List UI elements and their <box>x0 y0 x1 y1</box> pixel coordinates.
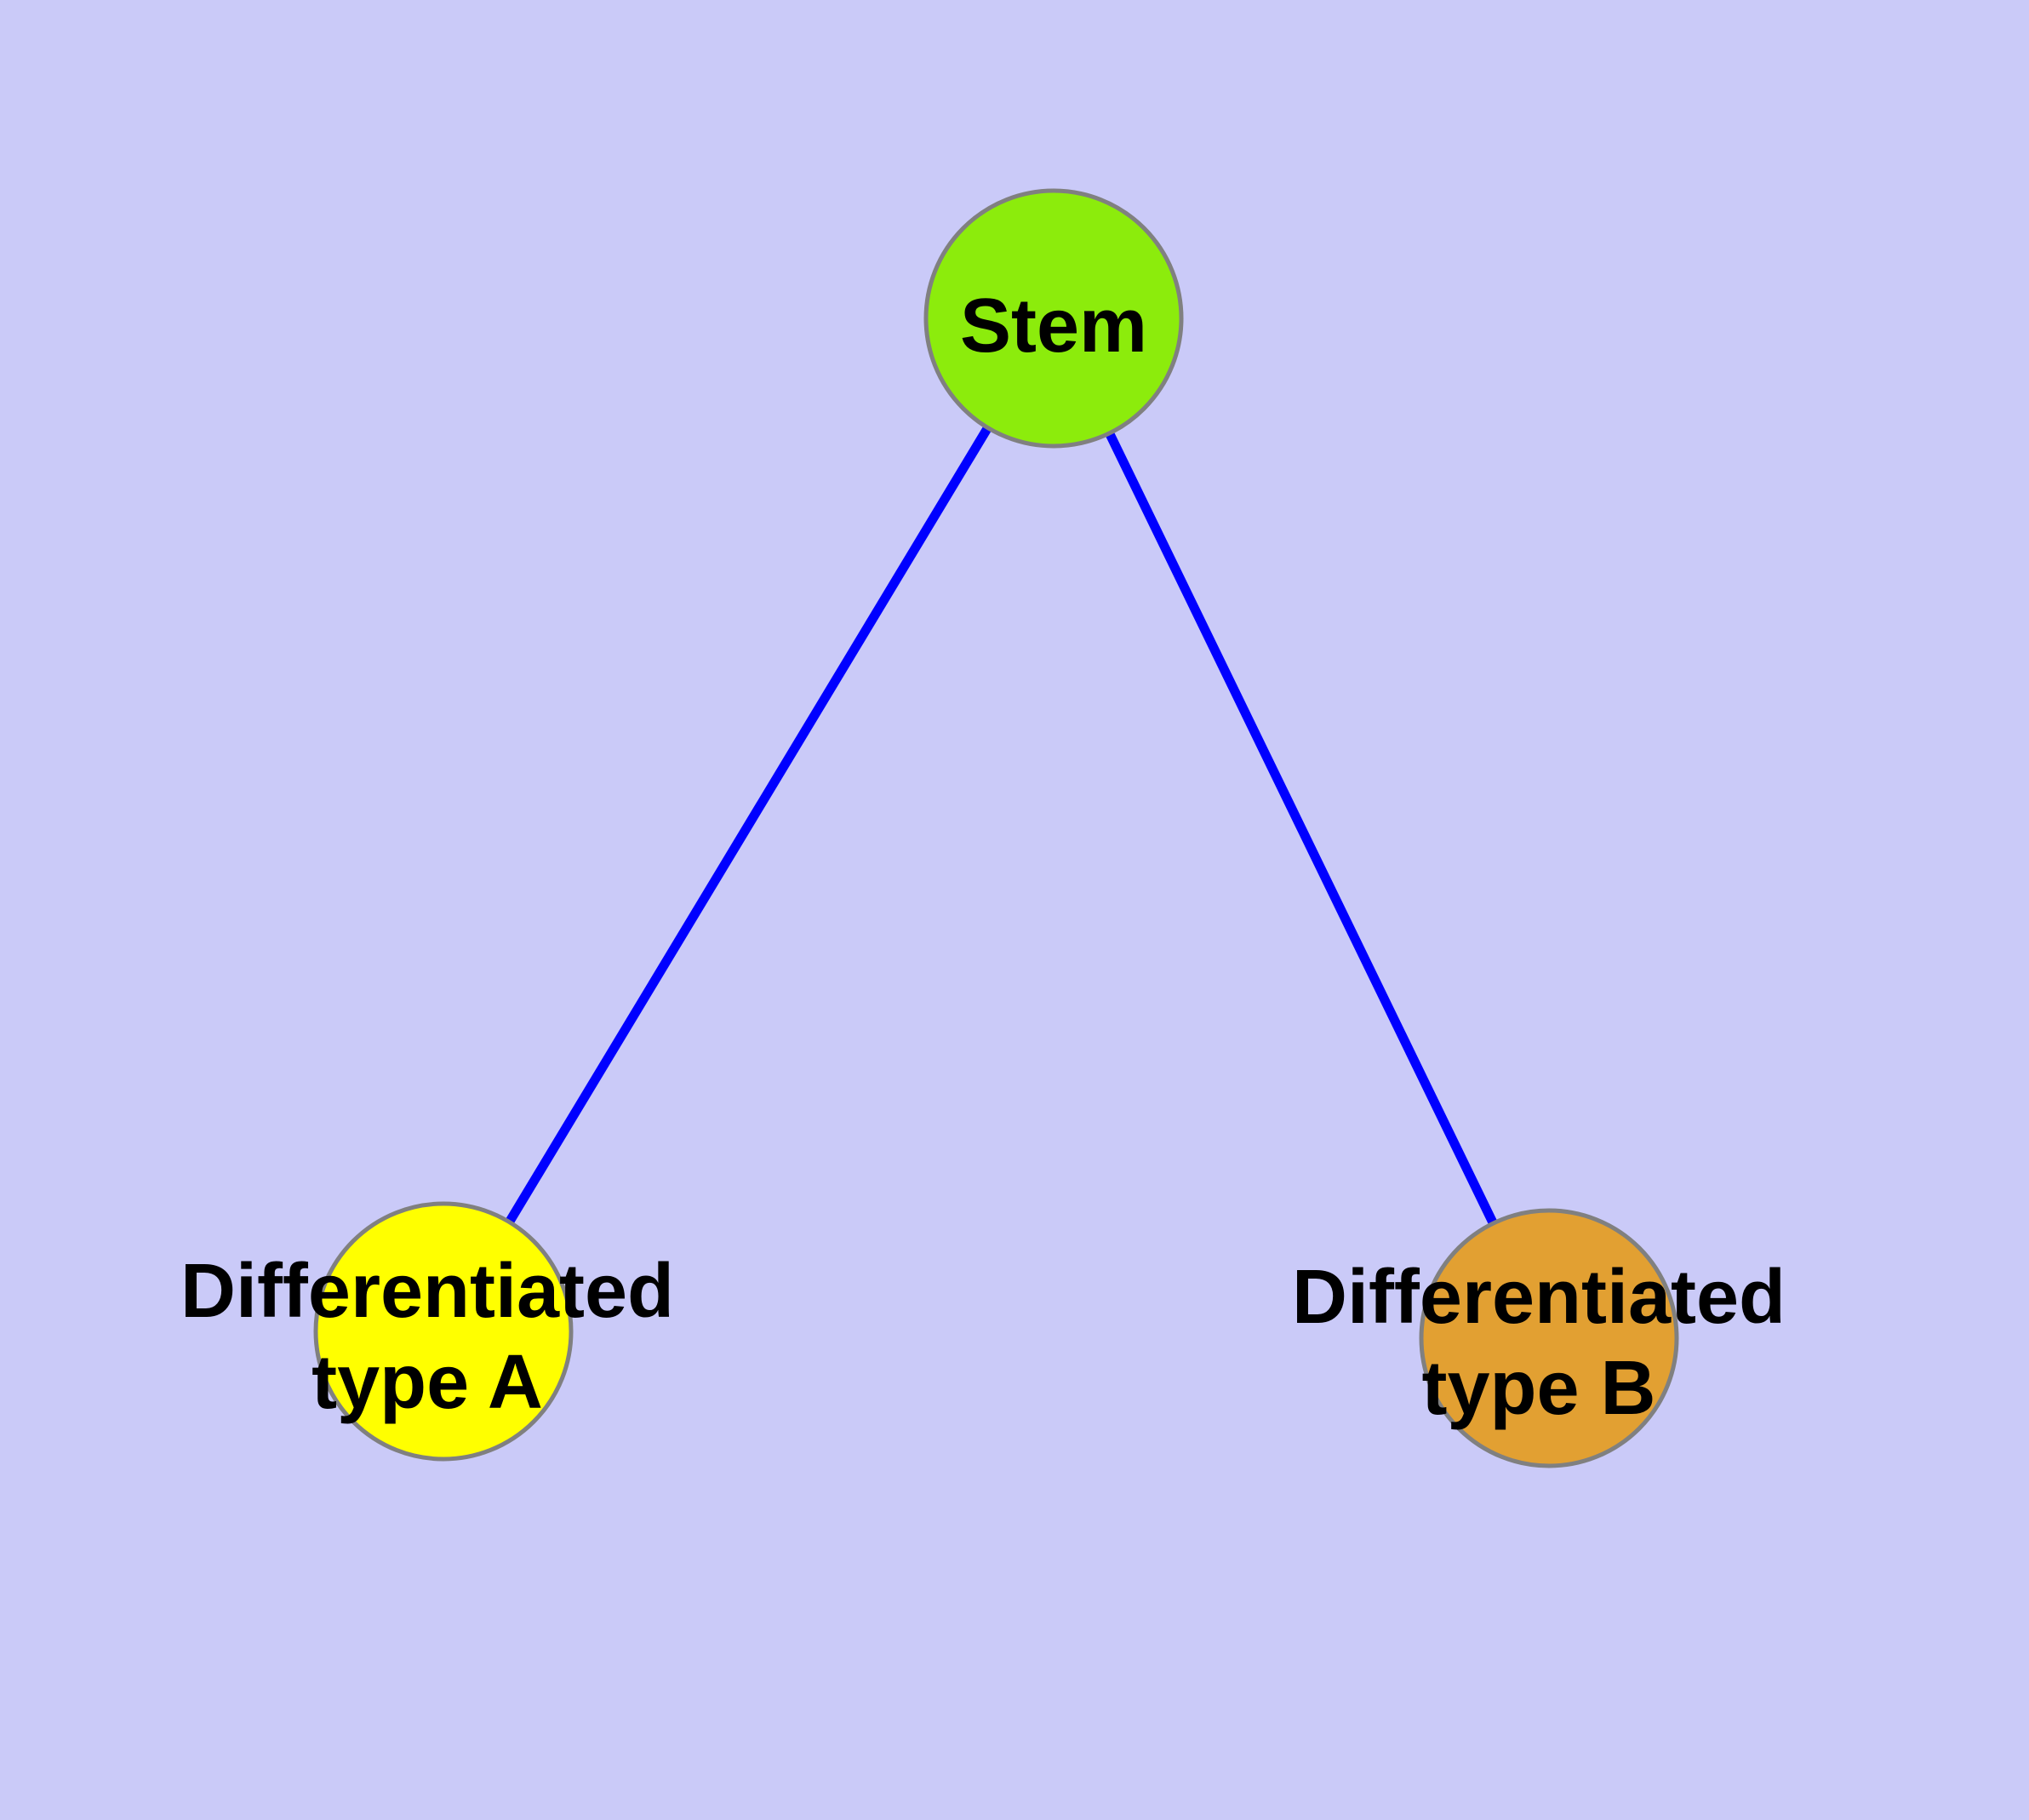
node-stem <box>923 188 1184 449</box>
edge-stem-to-type-b <box>1049 316 1553 1341</box>
nodes <box>313 188 1679 1468</box>
node-differentiated-type-b <box>1419 1208 1679 1468</box>
node-type-a-label-line-1: Differentiated <box>180 1249 674 1334</box>
edges <box>439 316 1553 1341</box>
node-type-b-label-line-1: Differentiated <box>1292 1255 1786 1340</box>
node-type-b-label-line-2: type B <box>1421 1346 1655 1431</box>
node-stem-label: Stem <box>960 283 1147 369</box>
node-type-a-label-line-2: type A <box>311 1340 543 1425</box>
node-labels: Stem Differentiated type A Differentiate… <box>180 283 1786 1431</box>
node-differentiated-type-a <box>313 1201 574 1462</box>
edge-stem-to-type-a <box>439 316 1058 1334</box>
